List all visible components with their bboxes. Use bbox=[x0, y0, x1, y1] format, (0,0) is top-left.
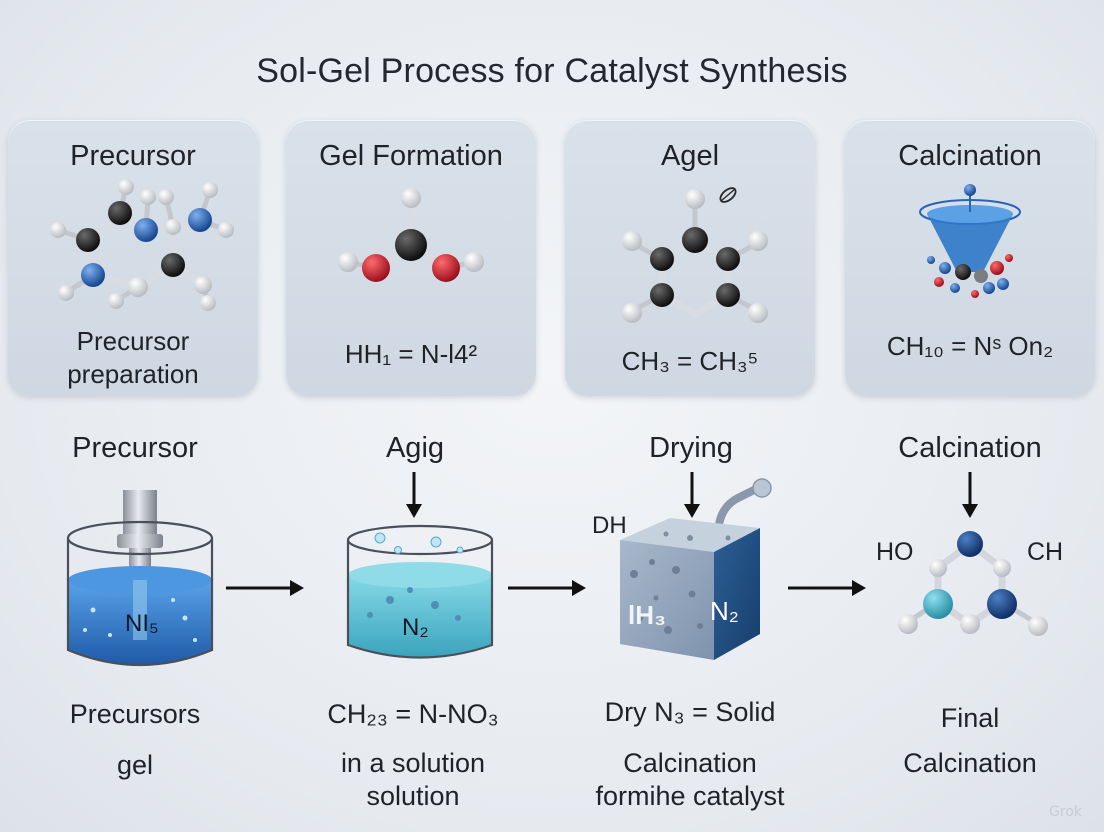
molecule-icon bbox=[50, 179, 234, 311]
caption-line: in a solution bbox=[340, 747, 486, 778]
caption-line: CH₃ = CH₃⁵ bbox=[621, 346, 759, 376]
molecule-label-right: CH bbox=[1027, 538, 1064, 566]
arrow-down-icon bbox=[962, 472, 978, 518]
caption-line: preparation bbox=[67, 358, 199, 389]
molecule-label-left: HO bbox=[876, 538, 914, 566]
card-title: Calcination bbox=[898, 140, 1042, 172]
arrow-right-icon bbox=[508, 580, 586, 596]
stage-title-drying: Drying bbox=[649, 432, 733, 464]
arrow-down-icon bbox=[684, 472, 700, 518]
stage-caption-agig: CH₂₃ = N-NO₃ in a solution solution bbox=[278, 698, 548, 813]
card-calcination: Calcination CH₁₀ = Nˢ On₂ bbox=[845, 120, 1095, 396]
caption-line: Dry N₃ = Solid bbox=[604, 697, 776, 727]
stage-title-precursor: Precursor bbox=[72, 432, 198, 464]
card-caption: CH₁₀ = Nˢ On₂ bbox=[845, 330, 1095, 363]
molecule-icon bbox=[622, 187, 768, 323]
stage-caption-precursor: Precursors gel bbox=[10, 698, 260, 782]
card-title: Agel bbox=[660, 140, 720, 172]
molecule-icon bbox=[898, 531, 1048, 636]
block-label-top-left: DH bbox=[592, 512, 627, 539]
caption-line: gel bbox=[116, 749, 154, 780]
watermark: Grok bbox=[1049, 804, 1082, 820]
cube-icon bbox=[620, 478, 772, 660]
stage-caption-drying: Dry N₃ = Solid Calcination formihe catal… bbox=[565, 696, 815, 813]
card-caption: Precursor preparation bbox=[8, 325, 258, 390]
arrow-down-icon bbox=[406, 472, 422, 518]
card-precursor: Precursor Precursor preparation bbox=[8, 120, 258, 396]
funnel-icon bbox=[919, 184, 1021, 298]
arrow-right-icon bbox=[226, 580, 304, 596]
vessel-label: NI₅ bbox=[125, 610, 159, 637]
caption-line: Precursor bbox=[76, 326, 190, 356]
diagram-title: Sol-Gel Process for Catalyst Synthesis bbox=[256, 52, 848, 90]
caption-line: CH₂₃ = N-NO₃ bbox=[327, 699, 499, 729]
block-label-side: N₂ bbox=[710, 596, 739, 626]
stage-caption-calcination: Final Calcination bbox=[845, 702, 1095, 780]
stage-title-calcination: Calcination bbox=[898, 432, 1042, 464]
card-caption: CH₃ = CH₃⁵ bbox=[565, 345, 815, 378]
molecule-icon bbox=[338, 188, 484, 282]
card-agel: Agel CH₃ = CH₃⁵ bbox=[565, 120, 815, 396]
block-label-front: lH₃ bbox=[628, 600, 667, 630]
card-title: Gel Formation bbox=[319, 140, 503, 172]
arrow-right-icon bbox=[788, 580, 866, 596]
caption-line: Calcination bbox=[903, 747, 1037, 778]
caption-line: solution bbox=[366, 780, 460, 811]
caption-line: Calcination bbox=[623, 747, 757, 778]
caption-line: formihe catalyst bbox=[595, 780, 785, 811]
card-gel-formation: Gel Formation HH₁ = N-l4² bbox=[286, 120, 536, 396]
caption-line: Precursors bbox=[69, 699, 201, 729]
caption-line: CH₁₀ = Nˢ On₂ bbox=[886, 331, 1054, 361]
vessel-label: N₂ bbox=[402, 614, 429, 641]
beaker-icon bbox=[66, 490, 214, 667]
stage-title-agig: Agig bbox=[385, 432, 445, 464]
beaker-icon bbox=[346, 524, 494, 659]
caption-line: Final bbox=[940, 703, 1000, 733]
card-title: Precursor bbox=[70, 140, 196, 172]
caption-line: HH₁ = N-l4² bbox=[344, 339, 478, 369]
card-caption: HH₁ = N-l4² bbox=[286, 338, 536, 371]
